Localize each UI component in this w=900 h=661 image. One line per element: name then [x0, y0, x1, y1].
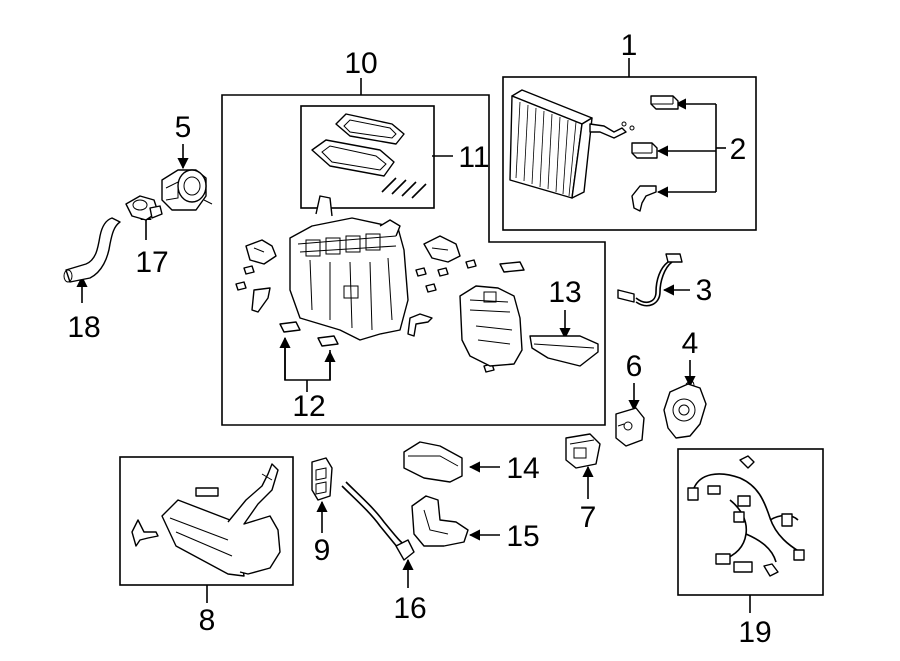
mode-motor-part	[615, 407, 645, 447]
drain-hose-part	[63, 217, 121, 283]
callout-18: 18	[67, 311, 100, 344]
evaporator-seal-part	[631, 95, 679, 212]
wiring-harness-part	[687, 455, 805, 577]
callout-2: 2	[730, 133, 747, 166]
box-heater-assembly	[221, 94, 606, 426]
callout-1: 1	[621, 29, 638, 62]
callout-11: 11	[458, 141, 489, 174]
grommet-part	[311, 457, 333, 501]
callout-14: 14	[506, 452, 539, 485]
heater-case-half-part	[459, 285, 523, 367]
callout-7: 7	[580, 501, 597, 534]
clip-part	[279, 321, 339, 347]
callout-12: 12	[292, 390, 325, 423]
callout-15: 15	[506, 520, 539, 553]
duct-joint-part	[125, 195, 163, 221]
callout-3: 3	[696, 274, 713, 307]
heater-unit-small-parts	[235, 235, 525, 373]
callout-19: 19	[738, 616, 771, 649]
blower-resistor-part	[565, 433, 601, 469]
box-filter-kit	[300, 105, 435, 209]
pipe-part	[341, 481, 415, 561]
air-filter-part	[311, 113, 427, 199]
callout-6: 6	[626, 350, 643, 383]
callout-13: 13	[548, 276, 581, 309]
callout-10: 10	[344, 47, 377, 80]
bracket-part	[411, 495, 469, 547]
box-harness	[677, 448, 824, 596]
callout-5: 5	[175, 111, 192, 144]
callout-17: 17	[135, 246, 168, 279]
duct-part	[403, 441, 463, 483]
heater-unit-housing-part	[289, 195, 409, 341]
callout-4: 4	[682, 327, 699, 360]
callout-9: 9	[314, 534, 331, 567]
blower-motor-part	[161, 169, 213, 211]
heater-core-part	[131, 463, 281, 577]
callout-16: 16	[393, 592, 426, 625]
blend-door-actuator-part	[663, 380, 707, 439]
duct-seal-part	[529, 335, 599, 367]
temperature-sensor-part	[617, 253, 683, 307]
evaporator-core-part	[509, 89, 635, 199]
callout-8: 8	[199, 604, 216, 637]
